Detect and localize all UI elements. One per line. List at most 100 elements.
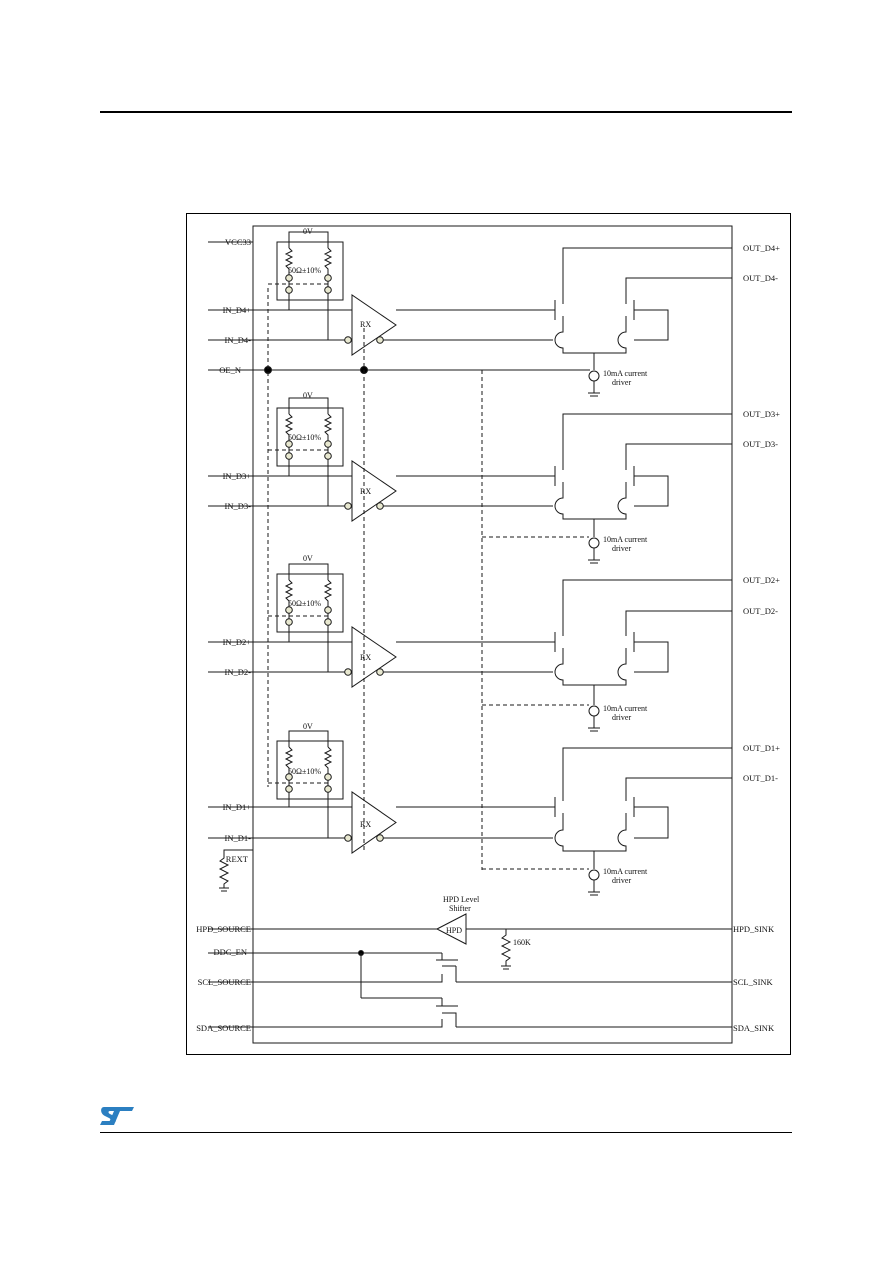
receiver-buffer — [351, 626, 397, 688]
header-rule — [100, 111, 792, 113]
pin-out-d2-plus: OUT_D2+ — [743, 575, 780, 585]
current-driver-label-2: driver — [612, 378, 631, 387]
termination-node — [285, 785, 293, 793]
pin-out-d2-minus: OUT_D2- — [743, 606, 778, 616]
termination-label: 50Ω±10% — [288, 599, 321, 608]
hpd-shifter-title-2: Shifter — [449, 904, 471, 913]
driver-transistor-left — [548, 579, 732, 652]
pin-ddc-en: DDC_EN — [213, 947, 247, 957]
block-diagram-frame — [186, 213, 791, 1055]
pin-in-d1-minus: IN_D1- — [225, 833, 252, 843]
receiver-node — [376, 834, 384, 842]
pin-in-d4-minus: IN_D4- — [225, 335, 252, 345]
right-pin-labels: OUT_D4+ OUT_D4- OUT_D3+ OUT_D3- OUT_D2+ … — [733, 243, 780, 1033]
rx-label: RX — [360, 653, 371, 662]
termination-box — [276, 241, 344, 301]
termination-box — [276, 573, 344, 633]
pin-out-d4-minus: OUT_D4- — [743, 273, 778, 283]
termination-node — [324, 785, 332, 793]
channel-d1-labels: 0V 50Ω±10% RX 10mA current driver — [288, 722, 648, 885]
channel-d2-labels: 0V 50Ω±10% RX 10mA current driver — [288, 554, 648, 722]
receiver-node — [376, 336, 384, 344]
rx-label: RX — [360, 320, 371, 329]
termination-label: 50Ω±10% — [288, 433, 321, 442]
receiver-node — [344, 668, 352, 676]
pin-out-d3-minus: OUT_D3- — [743, 439, 778, 449]
sda-switch — [208, 1012, 732, 1028]
pin-in-d1-plus: IN_D1+ — [223, 802, 252, 812]
termination-node — [324, 286, 332, 294]
pin-in-d3-minus: IN_D3- — [225, 501, 252, 511]
left-pin-labels: VCC33 IN_D4+ IN_D4- OE_N IN_D3+ IN_D3- I… — [196, 237, 251, 1033]
termination-node — [324, 606, 332, 614]
pin-sda-sink: SDA_SINK — [733, 1023, 775, 1033]
termination-resistor — [323, 579, 333, 607]
st-logo — [100, 1107, 134, 1125]
pulldown-resistor-label: 160K — [513, 938, 531, 947]
driver-transistor-left — [548, 247, 732, 320]
receiver-node — [344, 336, 352, 344]
current-source — [588, 705, 600, 717]
current-driver-label-2: driver — [612, 876, 631, 885]
driver-tail — [554, 316, 627, 354]
termination-node — [324, 618, 332, 626]
current-driver-label: 10mA current — [603, 704, 648, 713]
driver-transistor-right — [625, 777, 732, 839]
termination-node — [324, 773, 332, 781]
pin-scl-sink: SCL_SINK — [733, 977, 774, 987]
pin-out-d3-plus: OUT_D3+ — [743, 409, 780, 419]
termination-node — [285, 452, 293, 460]
pin-in-d2-minus: IN_D2- — [225, 667, 252, 677]
receiver-node — [344, 502, 352, 510]
zero-volt-wire — [288, 563, 329, 580]
driver-transistor-left — [548, 413, 732, 486]
receiver-node — [376, 502, 384, 510]
pin-hpd-source: HPD_SOURCE — [196, 924, 251, 934]
receiver-buffer — [351, 460, 397, 522]
zero-volt-label: 0V — [303, 227, 313, 236]
scl-switch — [208, 959, 457, 983]
driver-transistor-right — [625, 610, 732, 673]
rx-label: RX — [360, 820, 371, 829]
termination-node — [285, 286, 293, 294]
pulldown-resistor — [500, 929, 512, 970]
zero-volt-label: 0V — [303, 391, 313, 400]
pin-hpd-sink: HPD_SINK — [733, 924, 775, 934]
zero-volt-label: 0V — [303, 554, 313, 563]
termination-node — [324, 274, 332, 282]
termination-box — [276, 740, 344, 800]
termination-label: 50Ω±10% — [288, 767, 321, 776]
termination-node — [324, 440, 332, 448]
pin-sda-source: SDA_SOURCE — [196, 1023, 251, 1033]
termination-resistor — [284, 413, 294, 441]
driver-transistor-left — [548, 747, 732, 817]
pin-in-d3-plus: IN_D3+ — [223, 471, 252, 481]
driver-transistor-right — [625, 277, 732, 341]
current-driver-label: 10mA current — [603, 867, 648, 876]
zero-volt-label: 0V — [303, 722, 313, 731]
current-source — [588, 370, 600, 382]
driver-tail — [554, 648, 627, 686]
receiver-buffer — [351, 294, 397, 356]
zero-volt-wire — [288, 730, 329, 747]
channel-d4-labels: 0V 50Ω±10% RX 10mA current driver — [288, 227, 648, 387]
rext-resistor — [218, 849, 253, 892]
pin-oe-n: OE_N — [219, 365, 241, 375]
termination-node — [285, 618, 293, 626]
termination-resistor — [284, 579, 294, 607]
pin-out-d4-plus: OUT_D4+ — [743, 243, 780, 253]
pin-in-d2-plus: IN_D2+ — [223, 637, 252, 647]
rx-label: RX — [360, 487, 371, 496]
termination-node — [324, 452, 332, 460]
pin-rext: REXT — [226, 854, 249, 864]
receiver-node — [376, 668, 384, 676]
termination-label: 50Ω±10% — [288, 266, 321, 275]
pin-out-d1-plus: OUT_D1+ — [743, 743, 780, 753]
driver-tail — [554, 482, 627, 520]
zero-volt-wire — [288, 231, 329, 248]
receiver-buffer — [351, 791, 397, 854]
termination-box — [276, 407, 344, 467]
termination-resistor — [323, 247, 333, 275]
channel-d3-labels: 0V 50Ω±10% RX 10mA current driver — [288, 391, 648, 553]
